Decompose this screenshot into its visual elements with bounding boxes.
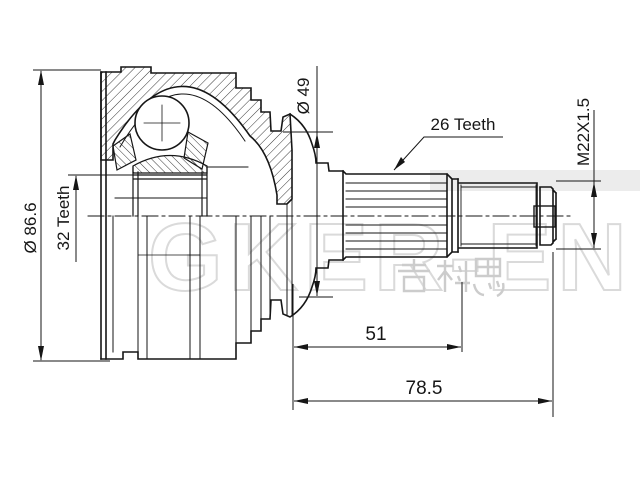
arrow-down-icon <box>38 346 44 361</box>
bore-detail-lines <box>114 166 293 217</box>
dimension-total-length: 78.5 <box>294 252 554 417</box>
dimensions: Ø 86.6 32 Teeth Ø 49 26 Teeth M22X1.5 <box>21 66 601 417</box>
arrow-up-icon <box>73 175 79 190</box>
rim-lines <box>100 71 107 360</box>
total-length-label: 78.5 <box>406 378 443 399</box>
cotter-pin-hole <box>533 205 556 228</box>
spline-bore-lines <box>132 166 208 217</box>
arrow-down-icon <box>314 281 320 296</box>
dimension-boot-seat-diameter: Ø 49 <box>283 66 333 298</box>
arrow-up-icon <box>314 133 320 148</box>
dimension-outer-spline: 26 Teeth <box>393 115 503 171</box>
outer-diameter-label: Ø 86.6 <box>21 202 40 253</box>
arrow-right-icon <box>447 344 461 350</box>
thread-root-lines <box>460 184 538 247</box>
dimension-inner-spline: 32 Teeth <box>54 174 196 262</box>
cage-wedge-left <box>112 132 137 171</box>
part-drawing <box>87 66 573 360</box>
inner-spline-label: 32 Teeth <box>54 186 73 251</box>
flange-fillet-top <box>288 112 344 172</box>
thread-label: M22X1.5 <box>574 98 593 166</box>
ball-center-mark <box>143 104 181 142</box>
watermark-band <box>430 170 640 191</box>
dimension-spline-length: 51 <box>292 282 463 410</box>
arrow-down-icon <box>591 233 597 248</box>
outer-spline-label: 26 Teeth <box>431 115 496 134</box>
arrow-up-icon <box>38 70 44 85</box>
dimension-outer-diameter: Ø 86.6 <box>21 69 110 362</box>
dimension-thread: M22X1.5 <box>556 98 601 250</box>
watermark-cjk-text <box>398 257 505 298</box>
arrow-right-icon <box>538 398 552 404</box>
inner-race-section <box>132 154 208 174</box>
arrow-left-icon <box>294 398 308 404</box>
arrow-left-icon <box>294 344 308 350</box>
spline-length-label: 51 <box>365 324 386 345</box>
boot-seat-diameter-label: Ø 49 <box>294 78 313 115</box>
spline-teeth-lines <box>345 182 448 250</box>
arrow-up-icon <box>591 182 597 197</box>
spline-outline <box>341 169 459 262</box>
arrow-leader-icon <box>394 157 405 170</box>
bell-bottom-step-edges <box>137 215 293 360</box>
